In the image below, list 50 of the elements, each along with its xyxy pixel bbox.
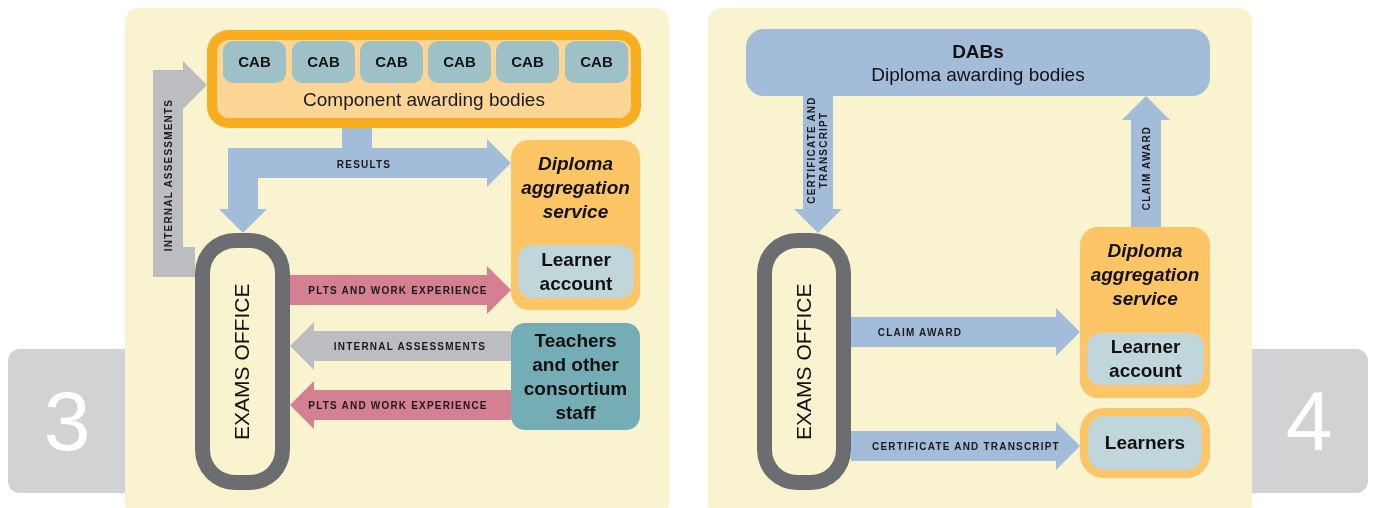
edge-label: CERTIFICATE AND TRANSCRIPT <box>872 439 1060 454</box>
node-label: DABs <box>952 39 1004 63</box>
office-frame <box>195 233 290 490</box>
node-label: CAB <box>511 51 544 72</box>
arrow <box>290 381 511 429</box>
body-box <box>428 41 491 83</box>
arrow <box>851 422 1080 470</box>
learners-box <box>1080 408 1210 478</box>
body-box <box>496 41 559 83</box>
node-label: Learner account <box>1108 335 1183 383</box>
edge-label: PLTS AND WORK EXPERIENCE <box>308 283 488 298</box>
body-box <box>565 41 628 83</box>
node-label: CAB <box>375 51 408 72</box>
edge-label: CLAIM AWARD <box>877 325 963 340</box>
body-box <box>223 41 286 83</box>
account-box <box>1087 333 1204 385</box>
edge-label: INTERNAL ASSESSMENTS <box>161 98 175 252</box>
node-label: Component awarding bodies <box>303 88 545 112</box>
arrow <box>851 308 1080 356</box>
arrow <box>290 322 511 370</box>
edge-label: CERTIFICATE AND TRANSCRIPT <box>806 95 830 206</box>
arrow <box>794 96 842 233</box>
node-label: CAB <box>307 51 340 72</box>
node-label: EXAMS OFFICE <box>229 283 255 440</box>
arrow <box>1122 96 1170 227</box>
account-box <box>518 245 634 298</box>
node-label: Teachers and other consortium staff <box>522 328 629 425</box>
node-label: Learner account <box>538 247 614 296</box>
node-label: Diploma awarding bodies <box>871 62 1085 86</box>
service-box <box>511 140 640 310</box>
node-label: Learners <box>1104 430 1186 455</box>
service-box <box>1080 227 1210 398</box>
node-label: CAB <box>238 51 271 72</box>
node-label: CAB <box>580 51 613 72</box>
group-frame <box>207 30 641 128</box>
awarding-bodies-box <box>746 29 1210 96</box>
node-label: Diploma aggregation service <box>520 152 631 224</box>
node-label: EXAMS OFFICE <box>791 283 817 440</box>
edge-label: CLAIM AWARD <box>1139 125 1153 211</box>
edge-label: INTERNAL ASSESSMENTS <box>333 339 487 354</box>
staff-box <box>511 323 640 430</box>
node-label: CAB <box>443 51 476 72</box>
arrow <box>290 266 511 314</box>
edge-label: PLTS AND WORK EXPERIENCE <box>308 398 488 413</box>
body-box <box>360 41 423 83</box>
edge-label: RESULTS <box>336 157 392 172</box>
node-label: Diploma aggregation service <box>1089 239 1201 311</box>
arrow <box>153 61 207 277</box>
office-frame <box>757 233 851 490</box>
body-box <box>292 41 355 83</box>
